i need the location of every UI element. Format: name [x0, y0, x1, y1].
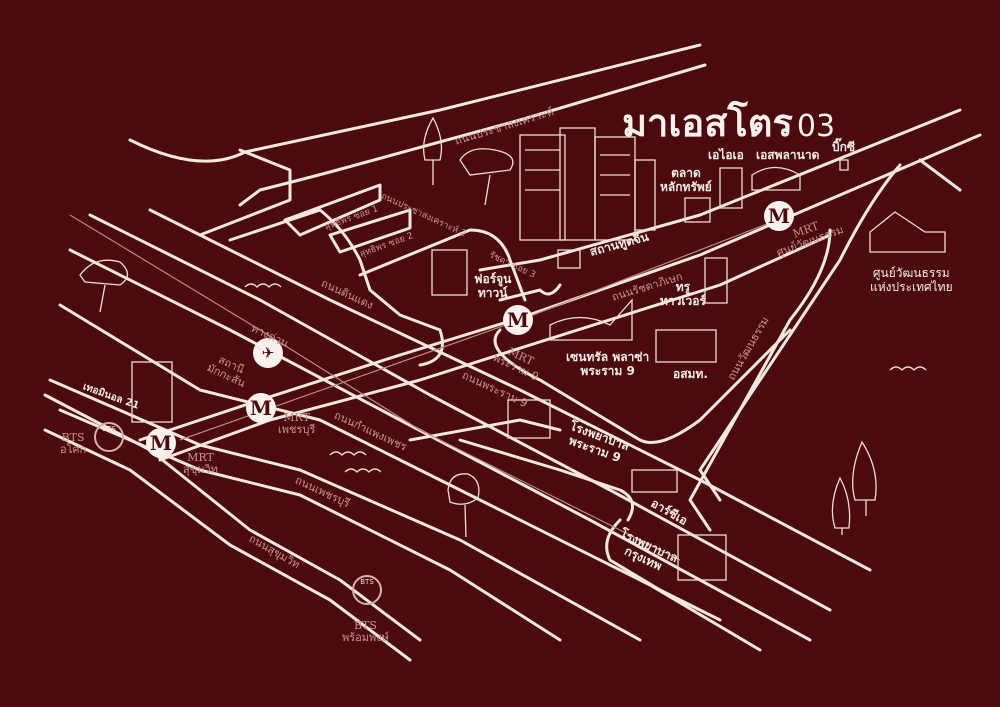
tree-icon: [447, 473, 480, 538]
bts-station-icon[interactable]: BTS: [94, 422, 124, 452]
road-block: [498, 283, 562, 302]
road-rama9: [493, 328, 792, 444]
bird-icon: [329, 451, 367, 456]
road-pracha-songkhro: [128, 43, 702, 163]
bts-station-icon[interactable]: BTS: [352, 575, 382, 605]
building-true-tower: [704, 257, 728, 304]
building-egat: [655, 329, 717, 363]
place-label-egat: อสมท.: [673, 367, 708, 381]
road-rama9: [408, 418, 562, 442]
road-sutthiporn-2: [328, 208, 412, 254]
road-expressway: [88, 213, 832, 612]
mrt-station-icon[interactable]: M: [146, 428, 176, 458]
road-pracha-songkhro-2: [198, 148, 292, 237]
building-central-rama9: [549, 298, 633, 341]
building-esplanade: [751, 166, 801, 191]
building-bangkok-hospital: [677, 534, 727, 581]
road-expressway: [68, 248, 812, 642]
place-label-fortune-town: ฟอร์จูนทาวน์: [474, 272, 512, 300]
mrt-station-icon[interactable]: M: [503, 305, 533, 335]
road-phetchaburi: [48, 378, 642, 642]
building-chinese-embassy: [557, 249, 581, 269]
bird-icon: [244, 283, 282, 288]
road-side: [918, 158, 962, 192]
airport-rail-icon[interactable]: ✈: [253, 338, 283, 368]
building-big-c: [839, 159, 849, 171]
road-sutthiporn-1: [283, 183, 382, 237]
place-label-esplanade: เอสพลานาด: [756, 148, 820, 162]
building-stock-exchange: [684, 197, 711, 223]
road-wattanatham: [698, 163, 902, 502]
road-phetchaburi: [58, 408, 562, 642]
mrt-station-icon[interactable]: M: [764, 201, 794, 231]
road-ratchadaphisek: [138, 133, 982, 442]
building-aia: [719, 167, 743, 209]
road-block: [228, 208, 444, 367]
building-cultural-center: [869, 211, 946, 253]
road-ratchadaphisek: [478, 108, 962, 272]
place-label-big-c: บิ๊กซี: [832, 140, 856, 154]
road-kamphaeng-phet: [58, 303, 762, 652]
mrt-station-icon[interactable]: M: [246, 393, 276, 423]
road-block: [605, 518, 722, 622]
tree-icon: [79, 259, 129, 313]
road-pracha-songkhro: [238, 63, 707, 207]
place-label-cultural-center: ศูนย์วัฒนธรรมแห่งประเทศไทย: [870, 266, 953, 294]
road-ratchada-3: [358, 228, 527, 302]
bird-icon: [344, 468, 382, 473]
road-wattanatham: [688, 228, 832, 532]
place-label-stock-exchange: ตลาดหลักทรัพย์: [660, 166, 712, 194]
tree-icon: [422, 116, 443, 185]
road-din-daeng: [148, 208, 872, 572]
bird-icon: [889, 366, 927, 371]
road-sukhumvit: [43, 428, 412, 662]
tree-icon: [831, 476, 851, 535]
place-label-aia: เอไอเอ: [708, 148, 744, 162]
road-rama9: [458, 438, 634, 522]
building-rama9-hospital: [507, 399, 551, 439]
place-label-true-tower: ทรูทาวเวอร์: [660, 280, 706, 308]
tree-icon: [459, 148, 514, 206]
tree-icon: [852, 440, 877, 516]
building-terminal21: [131, 361, 173, 423]
building-maestro03: [519, 127, 656, 241]
building-fortune-town: [431, 249, 468, 296]
rail-line: [69, 214, 681, 561]
building-rca: [631, 469, 678, 493]
road-ratchadaphisek: [158, 233, 832, 462]
place-label-central-rama9: เซนทรัล พลาซ่าพระราม 9: [566, 350, 650, 378]
